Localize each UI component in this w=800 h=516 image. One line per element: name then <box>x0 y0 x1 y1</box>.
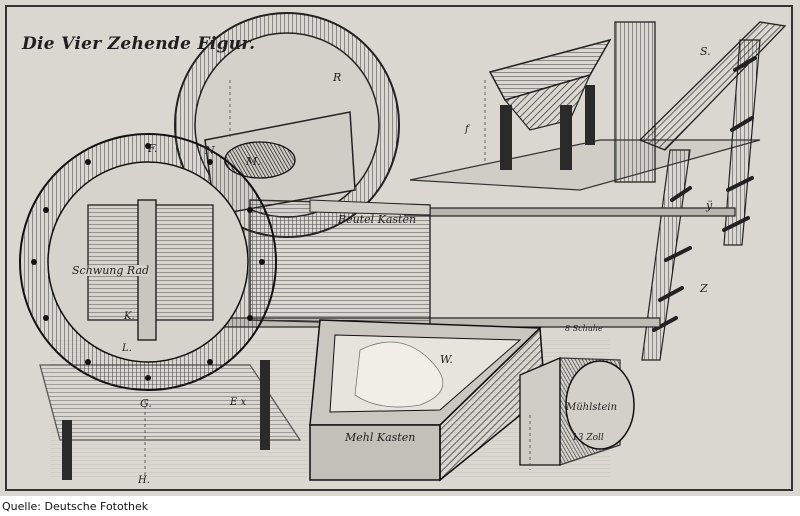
label-muehlstein: Mühlstein <box>566 402 618 413</box>
hopper <box>488 38 612 170</box>
tall-post <box>614 21 656 183</box>
label-beutel-kasten: Beutel Kasten <box>338 213 417 226</box>
label-mehl-kasten: Mehl Kasten <box>345 431 416 444</box>
schwung-rad-wheel <box>19 133 277 391</box>
letter-L: L. <box>122 343 132 354</box>
plate-border <box>5 5 793 491</box>
frame-leg-2 <box>260 360 270 450</box>
letter-R: R <box>333 71 342 84</box>
letter-H: H. <box>138 475 150 486</box>
letter-N: N. <box>205 144 218 157</box>
label-schwung-rad: Schwung Rad <box>72 264 150 277</box>
letter-F: F. <box>148 142 158 155</box>
platform <box>409 139 761 191</box>
post-pegs <box>652 56 757 332</box>
lever-post <box>641 149 691 361</box>
label-zoll: 13 Zoll <box>572 433 604 443</box>
diagonal-beam <box>638 21 787 151</box>
frame-leg <box>62 420 72 480</box>
label-schuhe: 8 Schuhe <box>565 324 603 333</box>
letter-K: K. <box>124 311 135 322</box>
letter-Y: ÿ <box>706 199 713 212</box>
letter-Ex: E x <box>230 397 247 408</box>
engraving-plate: Die Vier Zehende Figur. Schwung Rad Beut… <box>0 0 800 496</box>
letter-M: M. <box>246 155 261 168</box>
letter-W: W. <box>440 353 453 366</box>
guide-lines <box>144 80 531 475</box>
letter-f: f <box>465 124 469 135</box>
plate-title: Die Vier Zehende Figur. <box>22 34 256 54</box>
lever-post-2 <box>723 39 761 246</box>
source-caption: Quelle: Deutsche Fotothek <box>2 500 149 513</box>
letter-G: G. <box>140 397 152 410</box>
mehl-kasten-box <box>309 319 546 482</box>
upper-rod <box>404 207 736 217</box>
engraving-drawing <box>5 5 793 491</box>
muehlstein <box>519 357 635 466</box>
letter-Z: Z <box>700 282 708 295</box>
base-frame <box>39 364 302 441</box>
letter-S: S. <box>700 45 711 58</box>
